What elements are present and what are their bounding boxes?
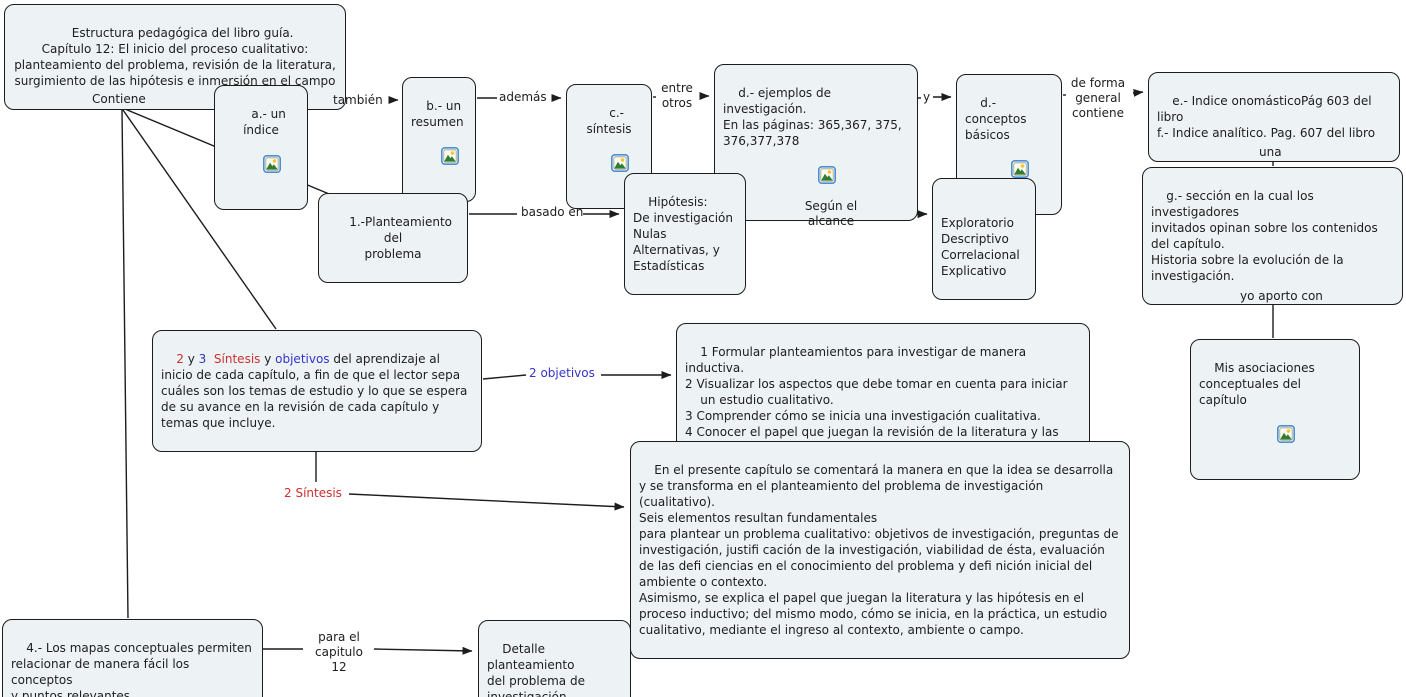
concept-sintesis-texto[interactable]: En el presente capítulo se comentará la … <box>630 441 1130 659</box>
concept-hipotesis[interactable]: Hipótesis: De investigación Nulas Altern… <box>624 173 746 295</box>
concept-conceptos-basicos[interactable]: d.- conceptos básicos <box>956 74 1062 215</box>
link-label-2-sintesis[interactable]: 2 Síntesis <box>284 486 342 500</box>
link-label-yo-aporto-con[interactable]: yo aporto con <box>1240 289 1323 303</box>
concept-sintesis-objetivos[interactable]: 2 y 3 Síntesis y objetivos del aprendiza… <box>152 330 482 452</box>
link-label-contiene[interactable]: Contiene <box>92 92 146 106</box>
concept-text: b.- un resumen <box>411 99 464 129</box>
concept-text: Estructura pedagógica del libro guía. Ca… <box>14 26 336 88</box>
image-resource-icon[interactable] <box>1255 425 1296 443</box>
image-resource-icon[interactable] <box>796 166 837 184</box>
link-label-una[interactable]: una <box>1259 145 1282 159</box>
concept-seccion-investigadores[interactable]: g.- sección en la cual los investigadore… <box>1142 167 1403 305</box>
concept-detalle-planteamiento[interactable]: Detalle planteamiento del problema de in… <box>478 620 631 697</box>
concept-text: a.- un índice <box>243 107 290 137</box>
concept-text: c.- síntesis <box>586 106 632 136</box>
concept-text: En el presente capítulo se comentará la … <box>639 463 1119 637</box>
concept-indices-ef[interactable]: e.- Indice onomásticoPág 603 del libro f… <box>1148 72 1400 162</box>
concept-text: 4.- Los mapas conceptuales permiten rela… <box>11 641 252 697</box>
concept-text: Mis asociaciones conceptuales del capítu… <box>1199 361 1315 407</box>
concept-text: 1.-Planteamiento del problema <box>349 215 453 261</box>
concept-text: d.- conceptos básicos <box>965 96 1027 142</box>
image-resource-icon[interactable] <box>241 155 282 173</box>
link-label-para-el-capitulo-12[interactable]: para el capitulo 12 <box>315 630 363 674</box>
concept-alcances[interactable]: Exploratorio Descriptivo Correlacional E… <box>932 178 1036 300</box>
link-label-tambien[interactable]: también <box>333 93 383 107</box>
concept-text: Exploratorio Descriptivo Correlacional E… <box>941 216 1020 278</box>
image-resource-icon[interactable] <box>589 154 630 172</box>
concept-ejemplos-investigacion[interactable]: d.- ejemplos de investigación. En las pá… <box>714 64 918 221</box>
concept-text: e.- Indice onomásticoPág 603 del libro f… <box>1157 94 1376 140</box>
concept-text: Hipótesis: De investigación Nulas Altern… <box>633 195 734 273</box>
concept-text: d.- ejemplos de investigación. En las pá… <box>723 86 902 148</box>
link-label-ademas[interactable]: además <box>499 90 547 104</box>
link-label-segun-el-alcance[interactable]: Según el alcance <box>804 199 858 228</box>
link-label-de-forma-general[interactable]: de forma general contiene <box>1070 76 1126 120</box>
link-label-2-objetivos[interactable]: 2 objetivos <box>529 366 595 380</box>
link-label-basado-en[interactable]: basado en <box>521 205 584 219</box>
concept-text: Detalle planteamiento del problema de in… <box>487 642 585 697</box>
concept-estructura-pedagogica[interactable]: Estructura pedagógica del libro guía. Ca… <box>4 4 346 110</box>
image-resource-icon[interactable] <box>989 160 1030 178</box>
concept-mapas-conceptuales[interactable]: 4.- Los mapas conceptuales permiten rela… <box>2 619 263 697</box>
concept-text: g.- sección en la cual los investigadore… <box>1151 189 1378 283</box>
concept-planteamiento-problema[interactable]: 1.-Planteamiento del problema <box>318 193 468 283</box>
concept-text: 2 y 3 Síntesis y objetivos del aprendiza… <box>161 352 472 430</box>
link-label-entre-otros[interactable]: entre otros <box>661 81 693 110</box>
concept-mis-asociaciones[interactable]: Mis asociaciones conceptuales del capítu… <box>1190 339 1360 480</box>
concept-indice[interactable]: a.- un índice <box>214 85 308 210</box>
concept-sintesis[interactable]: c.- síntesis <box>566 84 652 209</box>
concept-resumen[interactable]: b.- un resumen <box>402 77 476 202</box>
link-label-y[interactable]: y <box>923 90 931 104</box>
image-resource-icon[interactable] <box>419 147 460 165</box>
concept-text: 1 Formular planteamientos para investiga… <box>685 345 1068 455</box>
